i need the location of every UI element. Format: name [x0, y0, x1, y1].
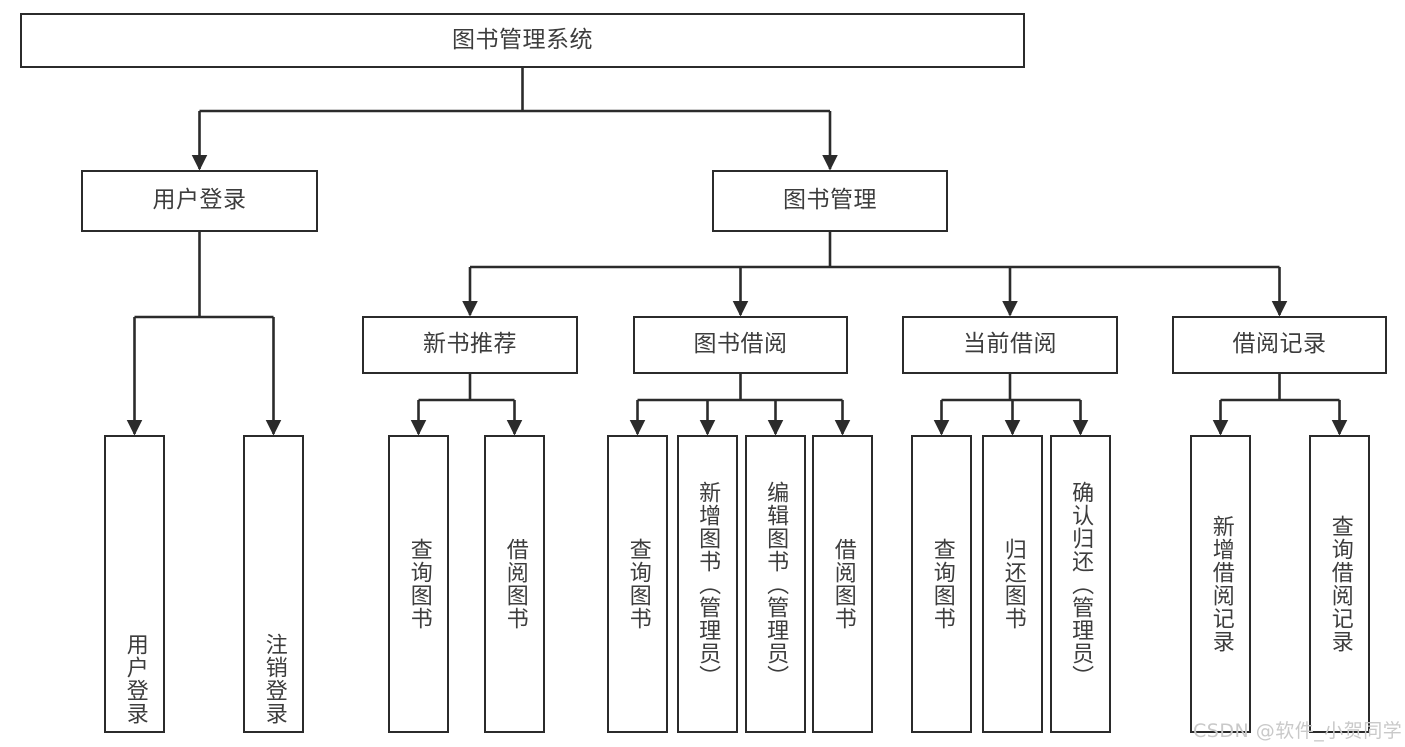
- node-label: 确认归还（管理员）: [1068, 480, 1094, 688]
- leaf-add-borrow-record[interactable]: 新增借阅记录: [1190, 435, 1251, 733]
- leaf-query-book-current[interactable]: 查询图书: [911, 435, 972, 733]
- node-current-borrow[interactable]: 当前借阅: [902, 316, 1118, 374]
- node-label: 图书管理系统: [452, 26, 593, 53]
- node-user-login[interactable]: 用户登录: [81, 170, 318, 232]
- node-label: 查询图书: [625, 538, 651, 630]
- node-label: 用户登录: [122, 633, 148, 725]
- leaf-return-book[interactable]: 归还图书: [982, 435, 1043, 733]
- leaf-logout[interactable]: 注销登录: [243, 435, 304, 733]
- leaf-borrow-book[interactable]: 借阅图书: [812, 435, 873, 733]
- node-label: 查询图书: [929, 538, 955, 630]
- node-book-borrow[interactable]: 图书借阅: [633, 316, 848, 374]
- node-book-management[interactable]: 图书管理: [712, 170, 948, 232]
- node-label: 注销登录: [261, 633, 287, 725]
- node-new-book-recommendation[interactable]: 新书推荐: [362, 316, 578, 374]
- leaf-add-book-admin[interactable]: 新增图书（管理员）: [677, 435, 738, 733]
- node-label: 图书管理: [783, 187, 877, 214]
- node-label: 借阅图书: [830, 538, 856, 630]
- node-label: 查询借阅记录: [1327, 515, 1353, 653]
- node-root[interactable]: 图书管理系统: [20, 13, 1025, 68]
- leaf-user-login[interactable]: 用户登录: [104, 435, 165, 733]
- leaf-query-book[interactable]: 查询图书: [607, 435, 668, 733]
- leaf-query-book-rec[interactable]: 查询图书: [388, 435, 449, 733]
- node-label: 归还图书: [1000, 538, 1026, 630]
- leaf-confirm-return-admin[interactable]: 确认归还（管理员）: [1050, 435, 1111, 733]
- node-label: 借阅图书: [502, 538, 528, 630]
- node-label: 新增借阅记录: [1208, 515, 1234, 653]
- node-label: 借阅记录: [1232, 331, 1327, 358]
- node-label: 当前借阅: [963, 331, 1057, 358]
- leaf-query-borrow-record[interactable]: 查询借阅记录: [1309, 435, 1370, 733]
- node-label: 新书推荐: [423, 331, 517, 358]
- node-label: 新增图书（管理员）: [695, 480, 721, 688]
- leaf-edit-book-admin[interactable]: 编辑图书（管理员）: [745, 435, 806, 733]
- node-label: 编辑图书（管理员）: [763, 480, 789, 688]
- node-label: 查询图书: [406, 538, 432, 630]
- leaf-borrow-book-rec[interactable]: 借阅图书: [484, 435, 545, 733]
- node-label: 用户登录: [152, 187, 247, 214]
- watermark: CSDN @软件_小贺同学: [1193, 720, 1403, 742]
- node-label: 图书借阅: [693, 331, 788, 358]
- node-borrow-records[interactable]: 借阅记录: [1172, 316, 1387, 374]
